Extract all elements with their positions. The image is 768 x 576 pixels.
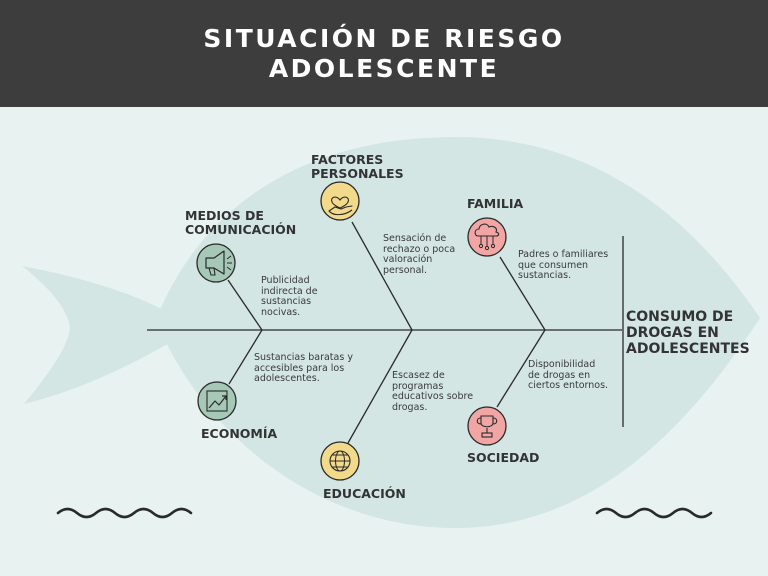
fish-tail [22, 266, 178, 404]
wave-left [56, 507, 193, 519]
bone-personales [351, 221, 413, 331]
cause-label-sociedad: SOCIEDAD [467, 450, 540, 465]
wave-right [595, 507, 713, 519]
page-title: SITUACIÓN DE RIESGO ADOLESCENTE [203, 23, 565, 83]
cause-desc-familia: Padres o familiares que consumen sustanc… [518, 249, 609, 281]
globe-icon [320, 441, 360, 481]
cause-label-familia: FAMILIA [467, 196, 524, 211]
cause-desc-economia: Sustancias baratas y accesibles para los… [254, 352, 353, 384]
header-bar: SITUACIÓN DE RIESGO ADOLESCENTE [0, 0, 768, 107]
family-network-icon [467, 217, 507, 257]
bone-educacion [347, 329, 413, 444]
megaphone-icon [196, 243, 236, 283]
effect-label: CONSUMO DE DROGAS EN ADOLESCENTES [626, 309, 750, 357]
cause-desc-personales: Sensación de rechazo o poca valoración p… [383, 233, 456, 276]
cause-desc-sociedad: Disponibilidad de drogas en ciertos ento… [528, 359, 609, 391]
cause-label-educacion: EDUCACIÓN [323, 486, 406, 501]
trend-chart-icon [197, 381, 237, 421]
bone-economia [228, 329, 263, 385]
fish-body [160, 137, 760, 528]
cause-desc-educacion: Escasez de programas educativos sobre dr… [392, 370, 474, 413]
trophy-icon [467, 406, 507, 446]
cause-desc-medios: Publicidad indirecta de sustancias nociv… [261, 275, 318, 318]
bone-familia [499, 256, 546, 331]
bone-sociedad [496, 329, 546, 408]
cause-label-personales: FACTORES PERSONALES [311, 152, 404, 181]
bone-medios [227, 279, 263, 331]
heart-hand-icon [320, 181, 360, 221]
cause-label-medios: MEDIOS DE COMUNICACIÓN [185, 208, 297, 237]
cause-label-economia: ECONOMÍA [201, 426, 278, 441]
